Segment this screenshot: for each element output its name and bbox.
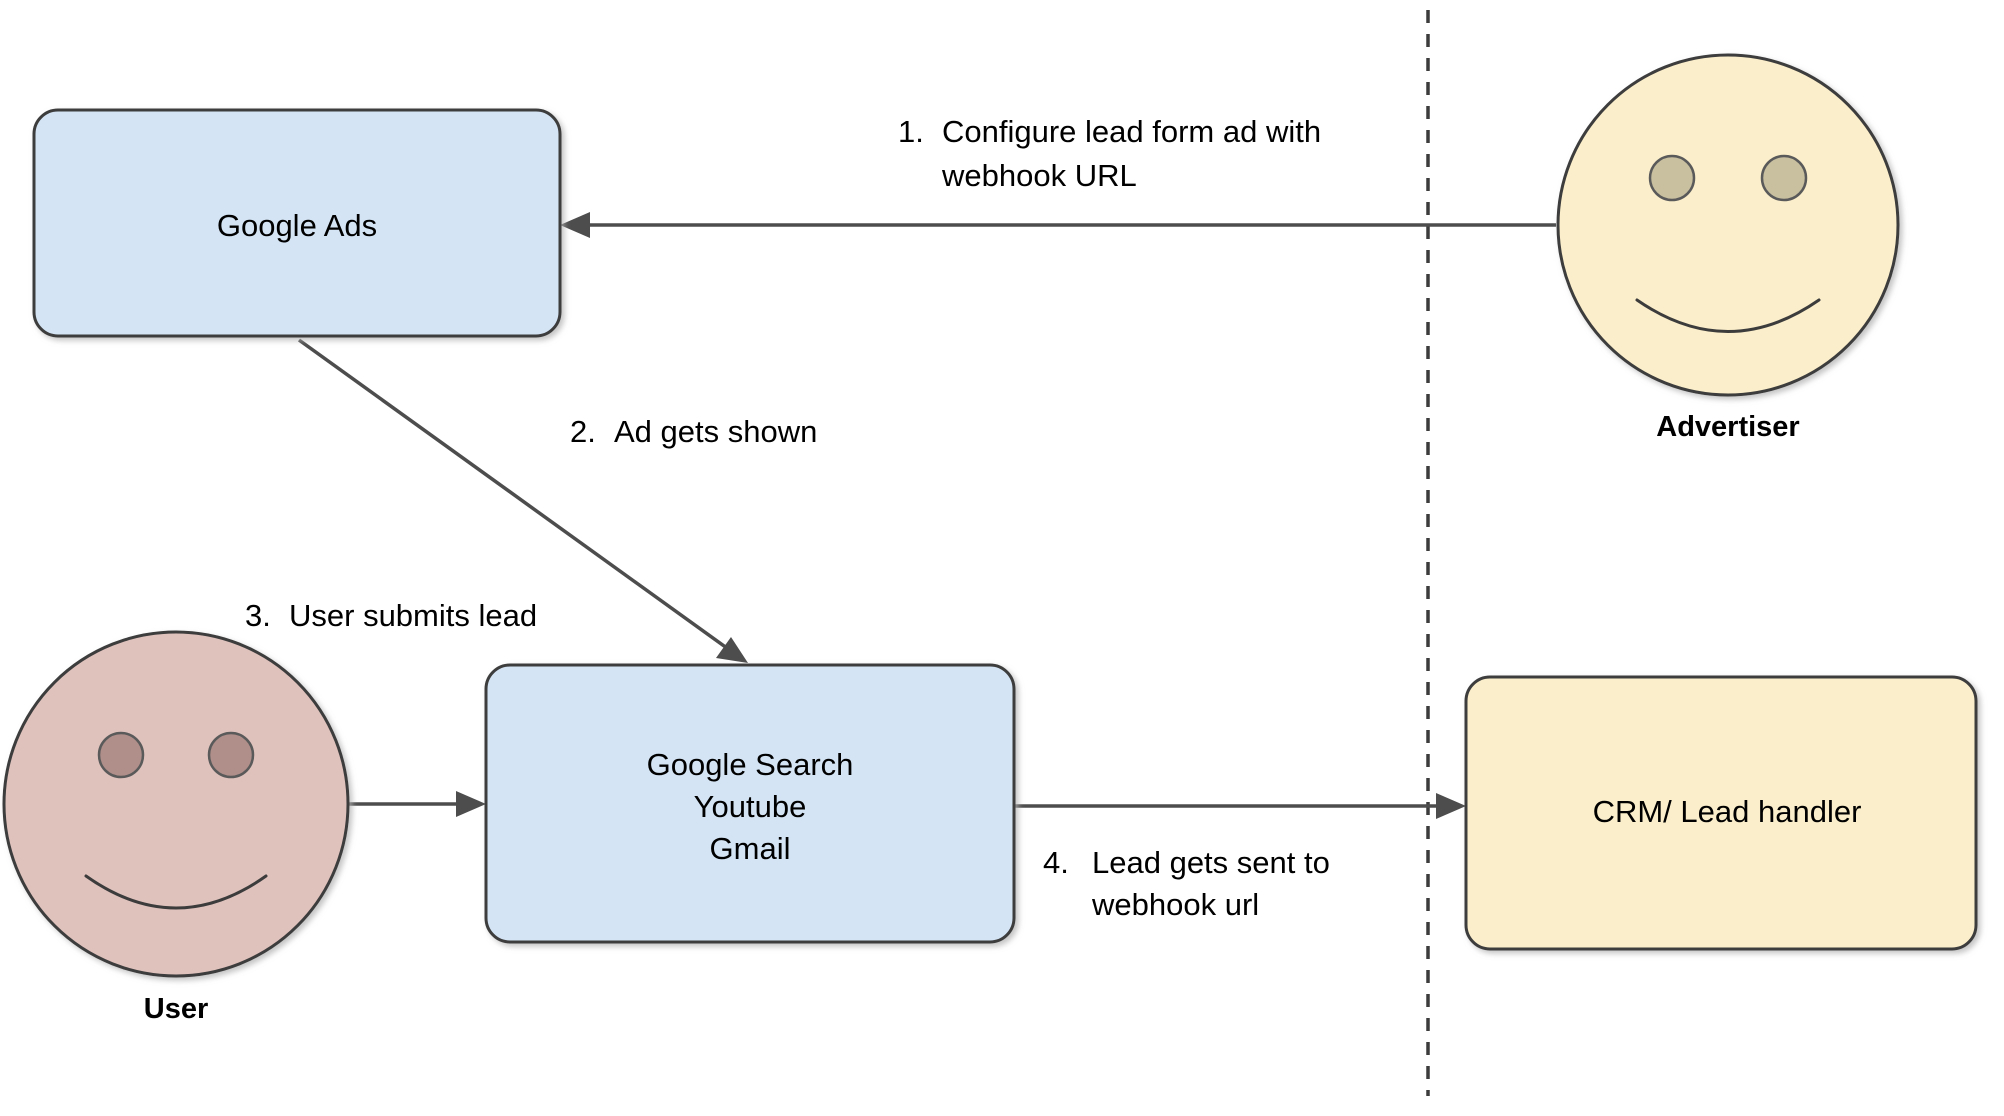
actor-advertiser-face[interactable] <box>1556 53 1900 397</box>
edge-label-step-4-number: 4. <box>1043 845 1069 880</box>
node-crm-shape[interactable] <box>1464 675 1978 951</box>
node-google-ads[interactable]: Google Ads <box>32 108 562 338</box>
edge-label-step-4-line-2: webhook url <box>1091 887 1259 922</box>
edge-step-2-arrowhead <box>716 637 748 663</box>
edge-label-step-2: 2. Ad gets shown <box>570 414 817 449</box>
actor-user-right-eye-icon <box>207 731 255 779</box>
actor-user-label: User <box>144 993 209 1025</box>
node-google-surfaces-line-1: Google Search <box>647 747 854 782</box>
edge-label-step-1-line-2: webhook URL <box>941 158 1137 193</box>
edge-step-2-line <box>297 338 733 653</box>
edge-label-step-1-number: 1. <box>898 114 924 149</box>
edge-step-2 <box>297 338 748 663</box>
actor-user-face[interactable] <box>2 630 350 978</box>
actor-user-smile-icon <box>84 874 268 910</box>
edge-step-4-arrowhead <box>1436 793 1466 819</box>
edge-label-step-2-line-1: Ad gets shown <box>614 414 817 449</box>
actor-user[interactable]: User <box>2 630 350 1025</box>
actor-advertiser-left-eye-icon <box>1648 154 1696 202</box>
actor-advertiser-smile-icon <box>1635 298 1821 333</box>
node-google-surfaces[interactable]: Google Search Youtube Gmail <box>484 663 1016 944</box>
actor-advertiser[interactable]: Advertiser <box>1556 53 1900 443</box>
actor-advertiser-label: Advertiser <box>1656 411 1799 443</box>
node-google-ads-label: Google Ads <box>217 208 377 243</box>
edge-label-step-2-number: 2. <box>570 414 596 449</box>
actor-user-left-eye-icon <box>97 731 145 779</box>
edge-label-step-1-line-1: Configure lead form ad with <box>942 114 1321 149</box>
edge-step-1 <box>560 212 1556 238</box>
node-crm[interactable]: CRM/ Lead handler <box>1464 675 1978 951</box>
node-google-ads-shape[interactable] <box>32 108 562 338</box>
edge-label-step-3: 3. User submits lead <box>245 598 537 633</box>
edge-label-step-3-number: 3. <box>245 598 271 633</box>
actor-advertiser-right-eye-icon <box>1760 154 1808 202</box>
edge-label-step-4: 4. Lead gets sent to webhook url <box>1043 845 1330 922</box>
edge-label-step-4-line-1: Lead gets sent to <box>1092 845 1330 880</box>
node-google-surfaces-shape[interactable] <box>484 663 1016 944</box>
node-google-surfaces-line-2: Youtube <box>694 789 807 824</box>
node-crm-label: CRM/ Lead handler <box>1593 794 1862 829</box>
edge-label-step-1: 1. Configure lead form ad with webhook U… <box>898 114 1321 193</box>
edge-label-step-3-line-1: User submits lead <box>289 598 537 633</box>
edge-step-1-arrowhead <box>560 212 590 238</box>
edge-step-3 <box>348 791 486 817</box>
edge-step-4 <box>1014 793 1466 819</box>
node-google-surfaces-line-3: Gmail <box>710 831 791 866</box>
edge-step-3-arrowhead <box>456 791 486 817</box>
